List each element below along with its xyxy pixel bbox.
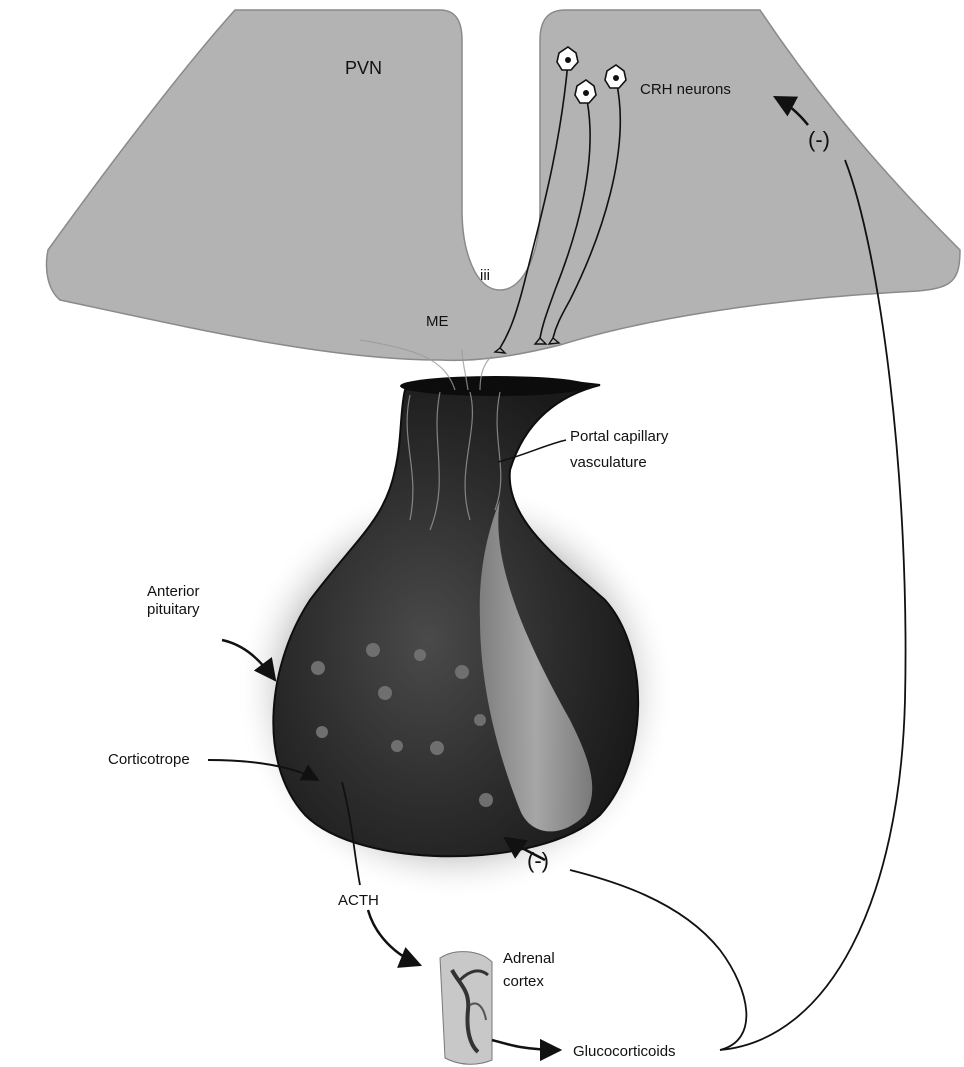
feedback-sign-top: (-) [808,127,830,152]
adrenal-label-line1: Adrenal [503,950,555,967]
anterior-label-line2: pituitary [147,601,200,618]
glucocorticoids-label: Glucocorticoids [573,1043,676,1060]
pituitary-opening [400,376,590,396]
hypothalamus-shape [47,10,961,360]
median-eminence-label: ME [426,313,449,330]
anterior-label-line1: Anterior [147,583,200,600]
acth-arrow [368,910,420,965]
glucocorticoid-output-arrow [492,1040,560,1050]
portal-label-line1: Portal capillary [570,428,669,445]
crh-neurons-label: CRH neurons [640,81,731,98]
pvn-label: PVN [345,58,382,78]
pituitary-feedback-loop [570,870,746,1050]
adrenal-label-line2: cortex [503,973,544,990]
acth-label: ACTH [338,892,379,909]
adrenal-cortex-image [440,952,492,1065]
corticotrope-label: Corticotrope [108,751,190,768]
portal-label-line2: vasculature [570,454,647,471]
third-ventricle-label: iii [480,267,490,284]
feedback-sign-bottom: (-) [527,848,549,873]
